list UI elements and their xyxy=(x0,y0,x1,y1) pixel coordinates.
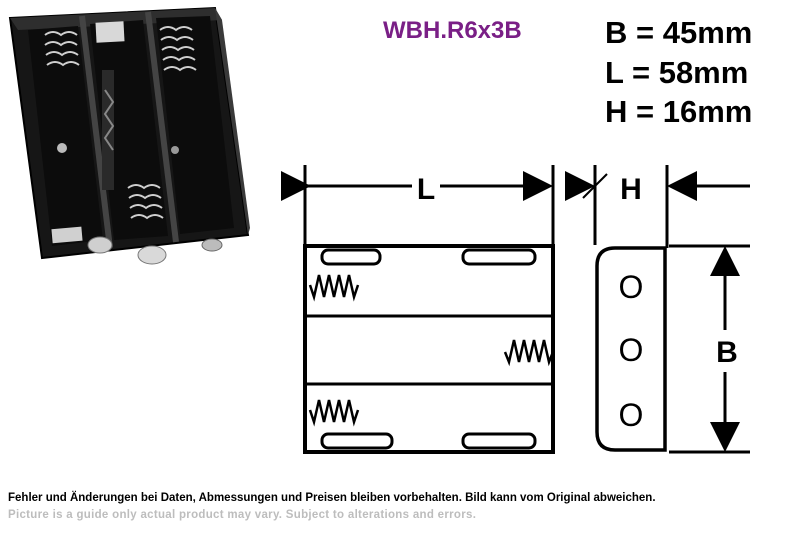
contact-hole-1: O xyxy=(619,269,644,305)
dimension-l: L = 58mm xyxy=(605,55,749,90)
label-height: H xyxy=(620,173,642,206)
side-view xyxy=(595,246,667,452)
spring-3 xyxy=(308,399,360,427)
model-code: WBH.R6x3B xyxy=(383,17,522,44)
label-width: B xyxy=(716,336,738,369)
disclaimer-english: Picture is a guide only actual product m… xyxy=(8,509,477,521)
contact-hole-2: O xyxy=(619,332,644,368)
h-slash xyxy=(582,173,608,199)
spring-1 xyxy=(308,274,360,302)
top-view xyxy=(303,244,555,454)
dimension-b: B = 45mm xyxy=(605,15,753,50)
contact-hole-3: O xyxy=(619,397,644,433)
disclaimer-german: Fehler und Änderungen bei Daten, Abmessu… xyxy=(8,492,656,504)
dimension-h: H = 16mm xyxy=(605,94,753,129)
spring-2 xyxy=(503,339,555,367)
label-length: L xyxy=(417,173,435,206)
battery-holder-photo xyxy=(8,6,250,265)
